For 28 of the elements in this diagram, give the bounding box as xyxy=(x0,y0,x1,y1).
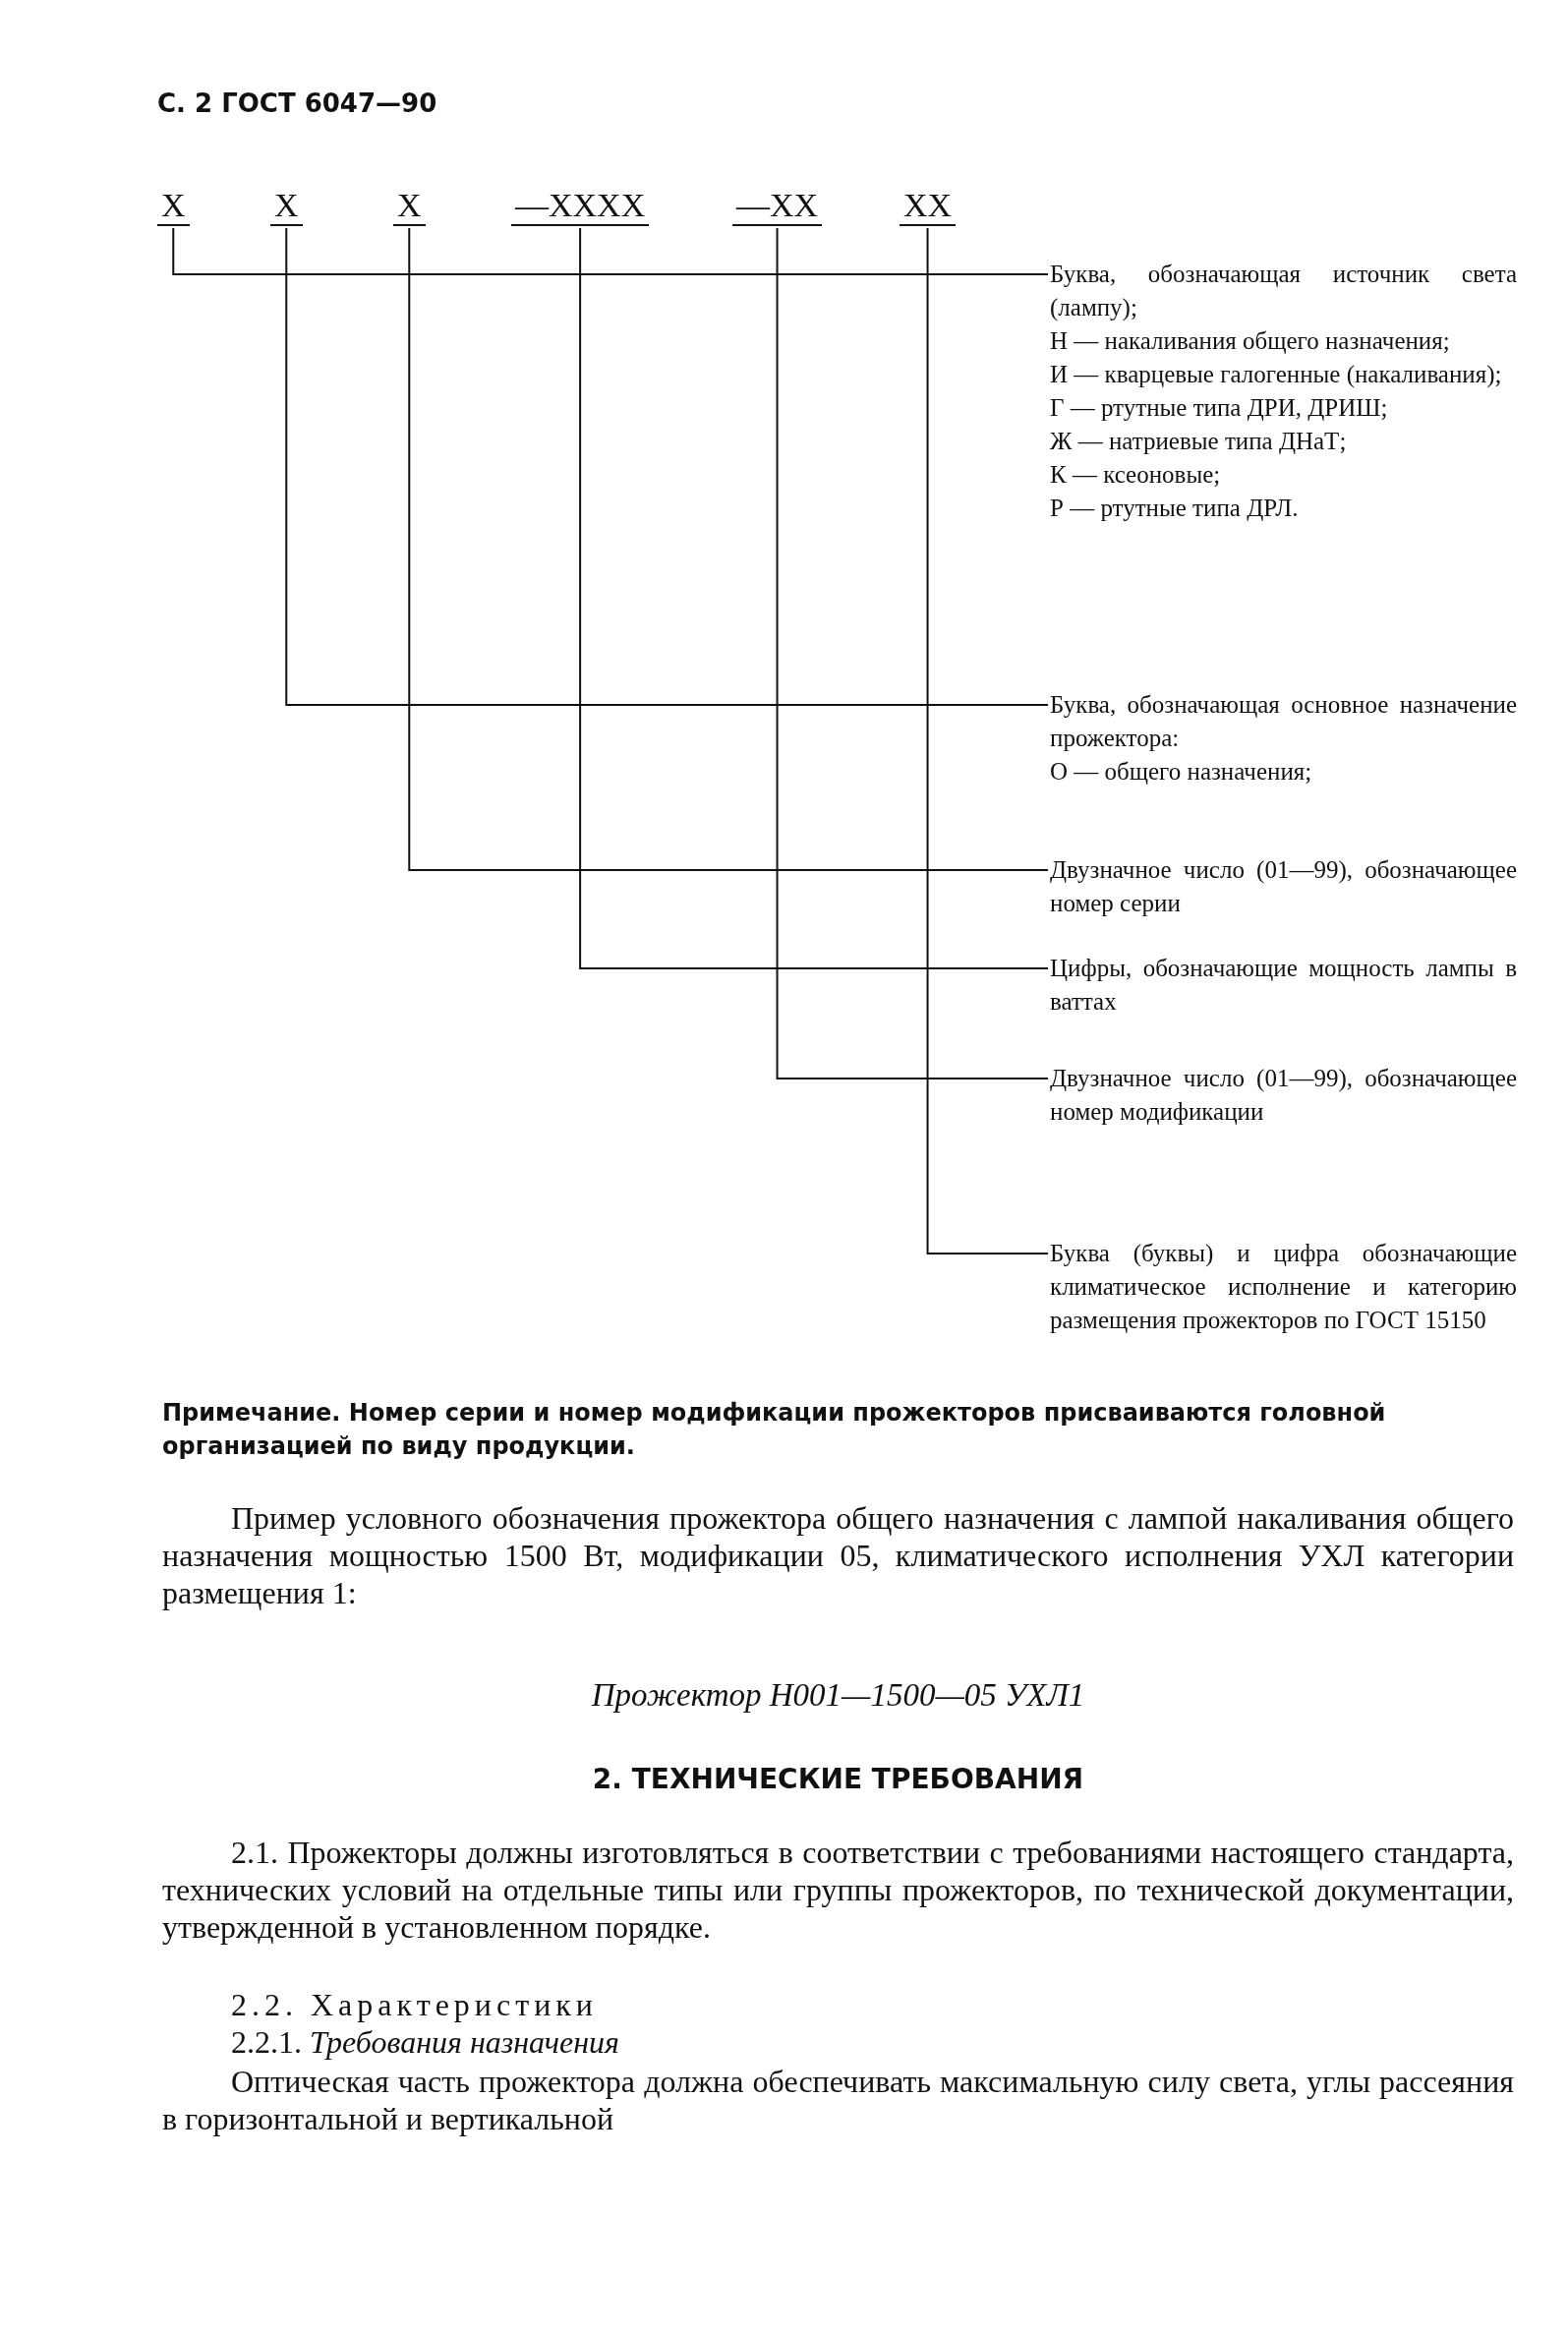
paragraph-text: Пример условного обозначения прожектора общего назначения с лампой накаливания общего назначения мощностью 1500 Вт, модификации 05, климатического исполнения УХЛ категории размещения 1: xyxy=(162,1499,1514,1611)
example-designation: Прожектор Н001—1500—05 УХЛ1 xyxy=(590,1676,1086,1714)
paragraph-text: 2.1. Прожекторы должны изготовляться в соответствии с требованиями настоящего стандарта, технических условий на отдельные типы или группы прожекторов, по технической документации, утвержденной в установленном порядке. xyxy=(162,1834,1514,1946)
description-text: Двузначное число (01—99), обозначающее номер модификации xyxy=(1050,1062,1517,1129)
code-letter-entry: О — общего назначения; xyxy=(1050,757,1313,787)
leader-line xyxy=(285,227,1049,706)
description-text: Буква, обозначающая источник света (лампу); xyxy=(1050,260,1517,323)
code-letter-entry: Ж — натриевые типа ДНаТ; xyxy=(1050,427,1348,456)
description-text: Двузначное число (01—99), обозначающее номер серии xyxy=(1050,853,1517,920)
description-text: Цифры, обозначающие мощность лампы в ваттах xyxy=(1050,952,1517,1019)
code-letter-entry: Н — накаливания общего назначения; xyxy=(1050,326,1451,356)
leader-line xyxy=(926,227,1049,1254)
leader-line xyxy=(776,227,1049,1079)
page-header: С. 2 ГОСТ 6047—90 xyxy=(157,88,437,118)
note-text: Примечание. Номер серии и номер модификации прожекторов присваиваются головной организацией по виду продукции. xyxy=(162,1398,1387,1462)
subsection-heading: 2.2.1. Требования назначения xyxy=(231,2023,620,2061)
section-heading: 2. ТЕХНИЧЕСКИЕ ТРЕБОВАНИЯ xyxy=(591,1762,1085,1797)
leader-line xyxy=(172,227,1049,275)
code-letter-entry: Р — ртутные типа ДРЛ. xyxy=(1050,494,1300,523)
paragraph-text: Оптическая часть прожектора должна обеспечивать максимальную силу света, углы рассеяния в горизонтальной и вертикальной xyxy=(162,2063,1514,2137)
code-letter-entry: К — ксеоновые; xyxy=(1050,460,1222,490)
description-text: Буква, обозначающая основное назначение прожектора: xyxy=(1050,690,1517,753)
leader-line xyxy=(408,227,1049,871)
description-text: Буква (буквы) и цифра обозначающие климатическое исполнение и категорию размещения прожекторов по ГОСТ 15150 xyxy=(1050,1237,1517,1337)
code-letter-entry: И — кварцевые галогенные (накаливания); xyxy=(1050,360,1503,390)
code-letter-entry: Г — ртутные типа ДРИ, ДРИШ; xyxy=(1050,393,1389,423)
subsection-heading: 2.2. Характеристики xyxy=(231,1986,599,2023)
leader-line xyxy=(579,227,1049,969)
